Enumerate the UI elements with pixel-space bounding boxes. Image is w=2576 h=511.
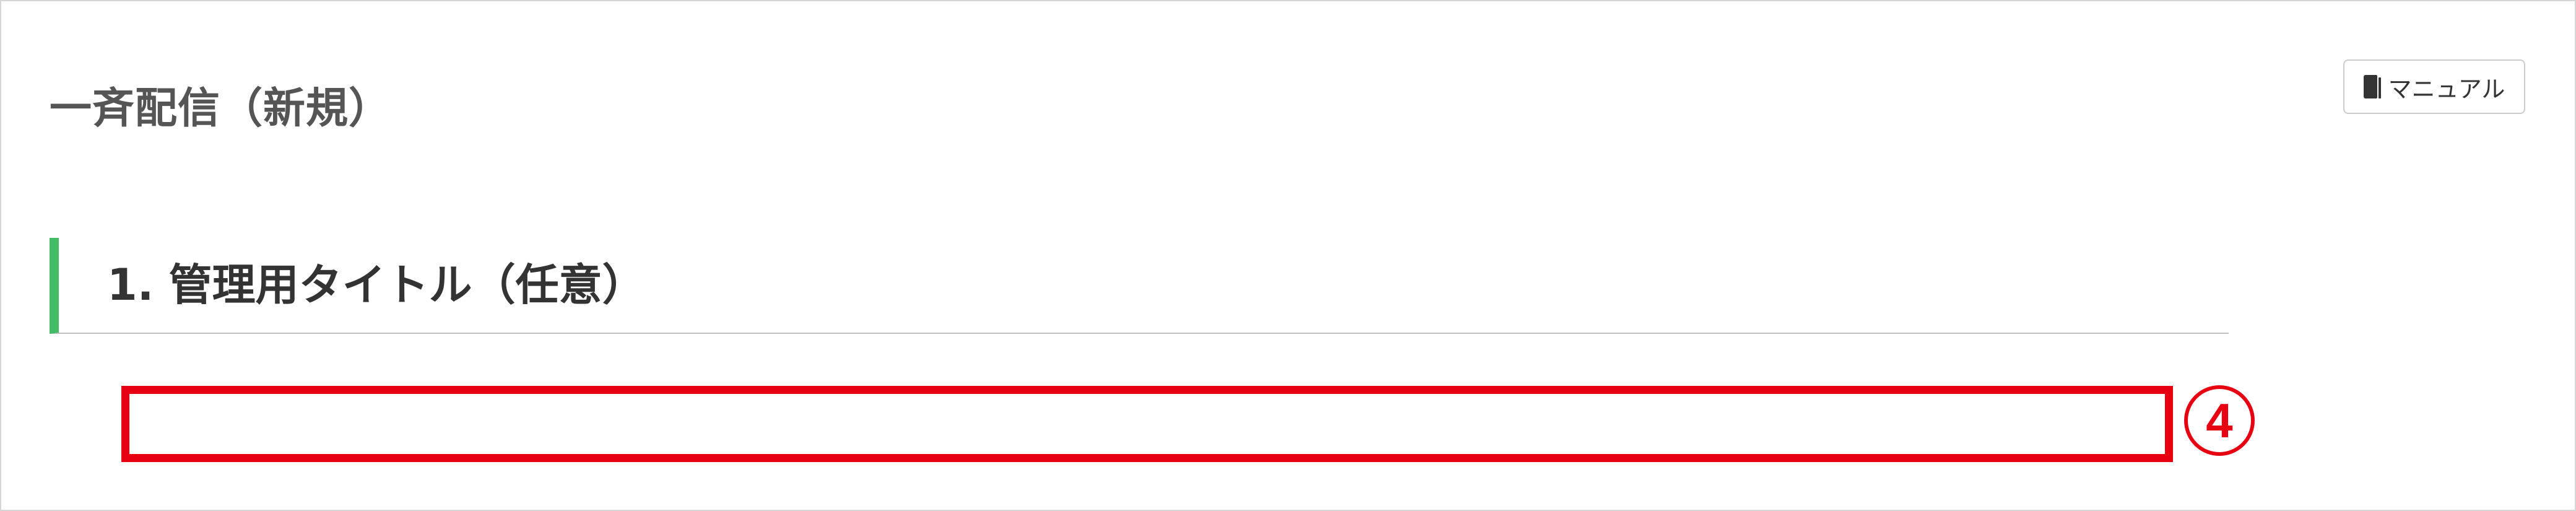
- callout-number-badge: 4: [2184, 385, 2255, 456]
- management-title-input[interactable]: [121, 386, 2173, 462]
- section-title: 1. 管理用タイトル（任意）: [107, 260, 646, 310]
- manual-button[interactable]: マニュアル: [2343, 59, 2525, 114]
- callout-number-text: 4: [2206, 393, 2233, 448]
- manual-button-label: マニュアル: [2388, 76, 2505, 103]
- book-icon: [2363, 75, 2381, 98]
- page-title: 一斉配信（新規）: [50, 84, 392, 133]
- section-header: 1. 管理用タイトル（任意）: [50, 238, 2229, 334]
